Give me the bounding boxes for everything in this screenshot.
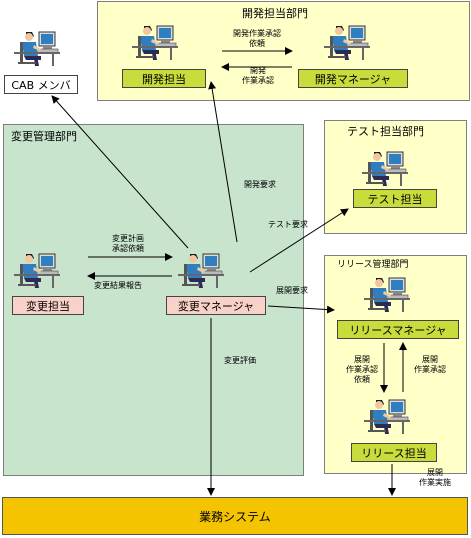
label-change-result: 変更結果報告 <box>94 281 142 290</box>
label-dev-request: 開発要求 <box>244 180 276 189</box>
release-manager-label: リリースマネージャ <box>349 323 447 337</box>
label-line: 変更計画 <box>112 234 144 243</box>
label-deploy-approval-request: 展開 作業承認 依頼 <box>340 355 384 385</box>
release-staff-box: リリース担当 <box>351 443 437 462</box>
cab-member-box: CAB メンバ <box>4 75 78 94</box>
label-line: 作業承認 <box>414 365 446 374</box>
business-system-label: 業務システム <box>199 509 271 524</box>
label-line: 展開 <box>427 468 443 477</box>
dev-manager-label: 開発マネージャ <box>314 72 392 86</box>
label-line: 作業実施 <box>419 478 451 487</box>
label-line: 展開 <box>354 355 370 364</box>
label-line: 開発 <box>250 66 266 75</box>
release-manager-box: リリースマネージャ <box>337 320 459 339</box>
label-line: 依頼 <box>354 375 370 384</box>
dev-manager-box: 開発マネージャ <box>298 69 408 88</box>
label-line: 作業承認 <box>242 76 274 85</box>
arrow-test-request <box>249 208 349 273</box>
label-line: 作業承認 <box>346 365 378 374</box>
arrow-dev-request <box>208 81 238 243</box>
dev-staff-box: 開発担当 <box>122 69 206 88</box>
label-test-request: テスト要求 <box>268 220 308 229</box>
dev-department-title: 開発担当部門 <box>242 7 308 20</box>
test-staff-box: テスト担当 <box>353 189 437 208</box>
label-line: 展開 <box>422 355 438 364</box>
change-manager-label: 変更マネージャ <box>177 299 255 313</box>
change-staff-box: 変更担当 <box>12 296 84 315</box>
label-dev-approval: 開発 作業承認 <box>228 66 288 86</box>
label-line: 依頼 <box>249 39 265 48</box>
label-change-plan: 変更計画 承認依頼 <box>98 234 158 254</box>
label-line: 承認依頼 <box>112 244 144 253</box>
label-line: 開発作業承認 <box>233 29 281 38</box>
dev-staff-label: 開発担当 <box>142 72 186 86</box>
release-department-title: リリース管理部門 <box>337 260 409 270</box>
label-deploy-work: 展開 作業実施 <box>410 468 460 488</box>
change-manager-box: 変更マネージャ <box>166 296 266 315</box>
label-dev-approval-request: 開発作業承認 依頼 <box>224 29 290 49</box>
change-department-title: 変更管理部門 <box>11 130 77 143</box>
test-department-title: テスト担当部門 <box>347 125 424 138</box>
release-staff-label: リリース担当 <box>361 446 427 460</box>
arrow-to-cab <box>51 95 189 249</box>
label-deploy-request: 展開要求 <box>276 286 308 295</box>
change-staff-label: 変更担当 <box>26 299 70 313</box>
label-change-eval: 変更評価 <box>224 356 256 365</box>
cab-member-label: CAB メンバ <box>11 78 71 92</box>
arrow-deploy-request <box>267 305 335 314</box>
label-deploy-approval: 展開 作業承認 <box>408 355 452 375</box>
test-staff-label: テスト担当 <box>367 192 423 206</box>
business-system-bar: 業務システム <box>2 497 468 535</box>
